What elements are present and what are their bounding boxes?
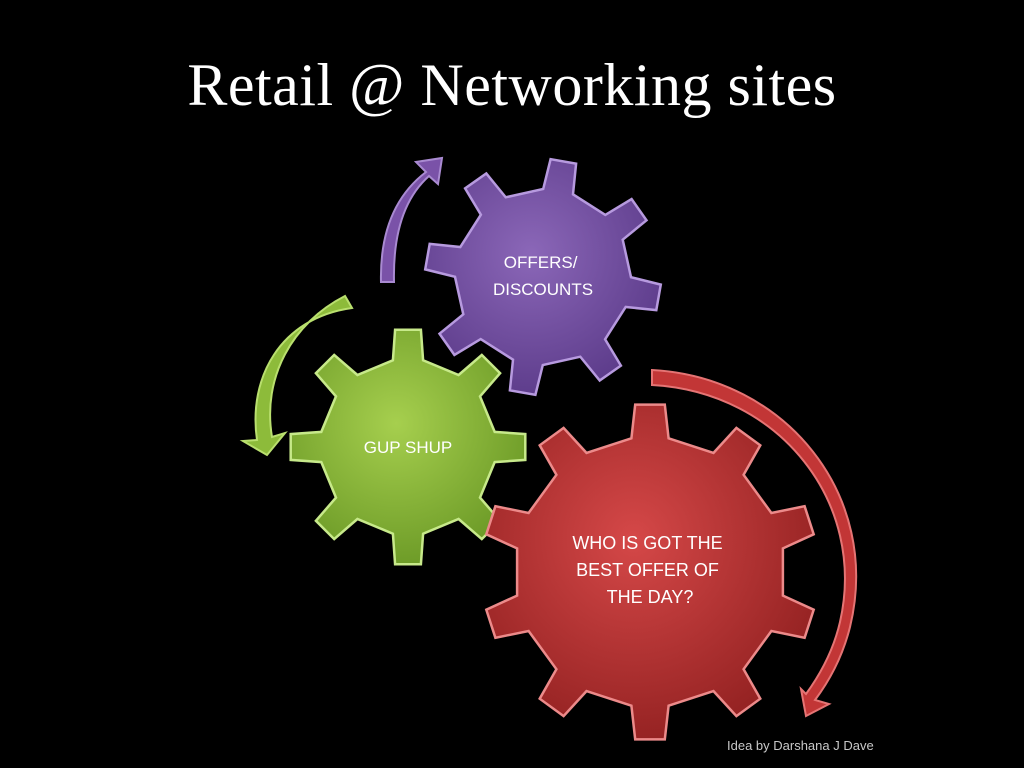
gear-offers-shape xyxy=(423,157,663,397)
gear-offers-line-1: OFFERS/ xyxy=(504,253,578,272)
gear-bestoffer-line-3: THE DAY? xyxy=(607,587,694,607)
gear-bestoffer-line-2: BEST OFFER OF xyxy=(576,560,719,580)
gear-gupshup: GUP SHUP xyxy=(289,328,527,566)
gear-offers-label: OFFERS/ DISCOUNTS xyxy=(493,253,593,299)
gear-bestoffer-shape xyxy=(484,403,816,741)
gear-gupshup-line-1: GUP SHUP xyxy=(364,438,453,457)
gear-bestoffer-line-1: WHO IS GOT THE xyxy=(572,533,722,553)
gear-offers: OFFERS/ DISCOUNTS xyxy=(423,157,663,397)
green-arrow-body xyxy=(239,294,354,457)
gear-offers-line-2: DISCOUNTS xyxy=(493,280,593,299)
red-arrow xyxy=(651,368,858,718)
purple-arrow-body xyxy=(379,156,444,283)
gear-bestoffer-label: WHO IS GOT THE BEST OFFER OF THE DAY? xyxy=(572,533,727,607)
green-arrow xyxy=(239,294,354,457)
credit-text: Idea by Darshana J Dave xyxy=(727,738,874,753)
red-arrow-body xyxy=(651,368,858,718)
purple-arrow xyxy=(379,156,444,283)
slide-title: Retail @ Networking sites xyxy=(187,52,837,118)
gear-gupshup-label: GUP SHUP xyxy=(364,438,453,457)
gear-bestoffer: WHO IS GOT THE BEST OFFER OF THE DAY? xyxy=(484,403,816,741)
gear-gupshup-shape xyxy=(289,328,527,566)
